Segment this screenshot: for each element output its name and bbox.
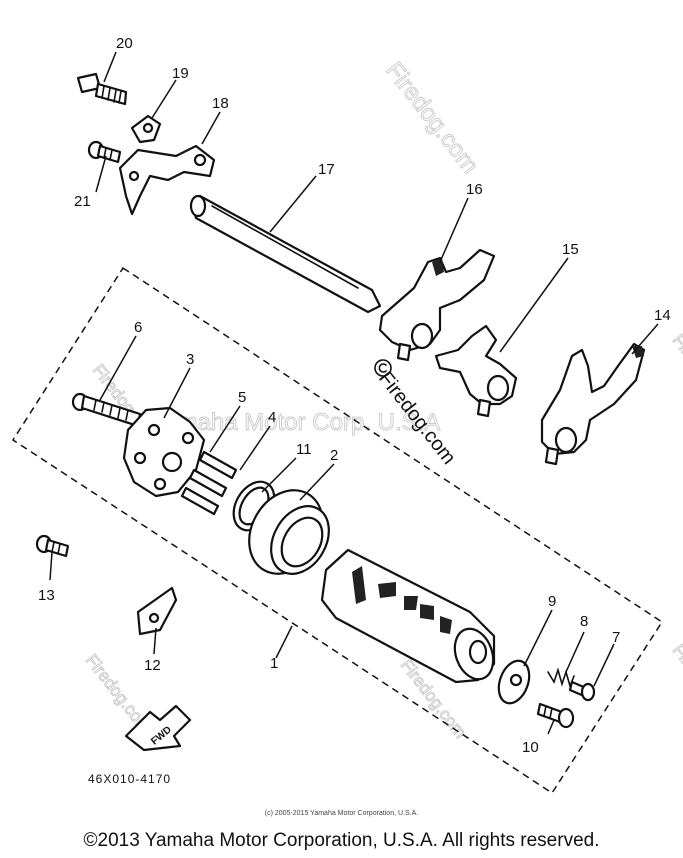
- part-20-bolt: [76, 72, 128, 106]
- callout-11: 11: [296, 441, 312, 458]
- part-8-spring: [547, 667, 575, 689]
- part-18-bracket: [118, 144, 216, 216]
- callout-6: 6: [134, 319, 142, 336]
- callout-labels: 20 19 18 21 17 16 15 14 6 3 5 4 11 2 13 …: [38, 35, 671, 756]
- part-15-shift-fork: [434, 324, 518, 418]
- callout-4: 4: [268, 409, 276, 426]
- callout-17: 17: [318, 161, 335, 178]
- callout-20: 20: [116, 35, 133, 52]
- copyright-small: (c) 2005-2015 Yamaha Motor Corporation, …: [264, 810, 419, 817]
- part-14-shift-fork: [540, 342, 646, 466]
- fwd-arrow-icon: FWD: [124, 704, 192, 752]
- callout-2: 2: [330, 447, 338, 464]
- callout-10: 10: [522, 739, 539, 756]
- callout-18: 18: [212, 95, 229, 112]
- part-19-lock-washer: [130, 114, 162, 144]
- watermark-right-edge: Firedog.com: [669, 331, 683, 417]
- watermark-right-bottom: Firedog.com: [669, 641, 683, 727]
- callout-21: 21: [74, 193, 91, 210]
- part-3-segment: [122, 406, 206, 498]
- part-1-shift-cam: [320, 548, 496, 684]
- callout-13: 13: [38, 587, 55, 604]
- watermark-top-right: Firedog.com: [380, 57, 483, 179]
- part-6-screw: [71, 392, 142, 428]
- copyright-main: ©2013 Yamaha Motor Corporation, U.S.A. A…: [83, 830, 600, 851]
- callout-19: 19: [172, 65, 189, 82]
- diagram-code: 46X010-4170: [88, 772, 172, 786]
- callout-8: 8: [580, 613, 588, 630]
- assembly-dashed-boundary: [11, 266, 664, 795]
- leader-lines: [49, 51, 659, 735]
- part-7-screw: [568, 680, 596, 702]
- callout-5: 5: [238, 389, 246, 406]
- part-21-screw: [87, 140, 122, 164]
- part-13-screw: [35, 534, 70, 558]
- part-16-shift-fork: [378, 248, 496, 362]
- callout-16: 16: [466, 181, 483, 198]
- part-5-pins: [180, 450, 238, 516]
- part-10-screw: [536, 702, 575, 729]
- callout-1: 1: [270, 655, 278, 672]
- part-2-bearing: [248, 489, 330, 575]
- callout-3: 3: [186, 351, 194, 368]
- callout-7: 7: [612, 629, 620, 646]
- part-9-plate: [497, 659, 531, 705]
- callout-9: 9: [548, 593, 556, 610]
- callout-12: 12: [144, 657, 161, 674]
- callout-15: 15: [562, 241, 579, 258]
- copyright-circle-icon: [374, 359, 392, 377]
- part-17-shift-fork-shaft: [189, 194, 382, 314]
- part-12-stopper: [136, 586, 178, 636]
- callout-14: 14: [654, 307, 671, 324]
